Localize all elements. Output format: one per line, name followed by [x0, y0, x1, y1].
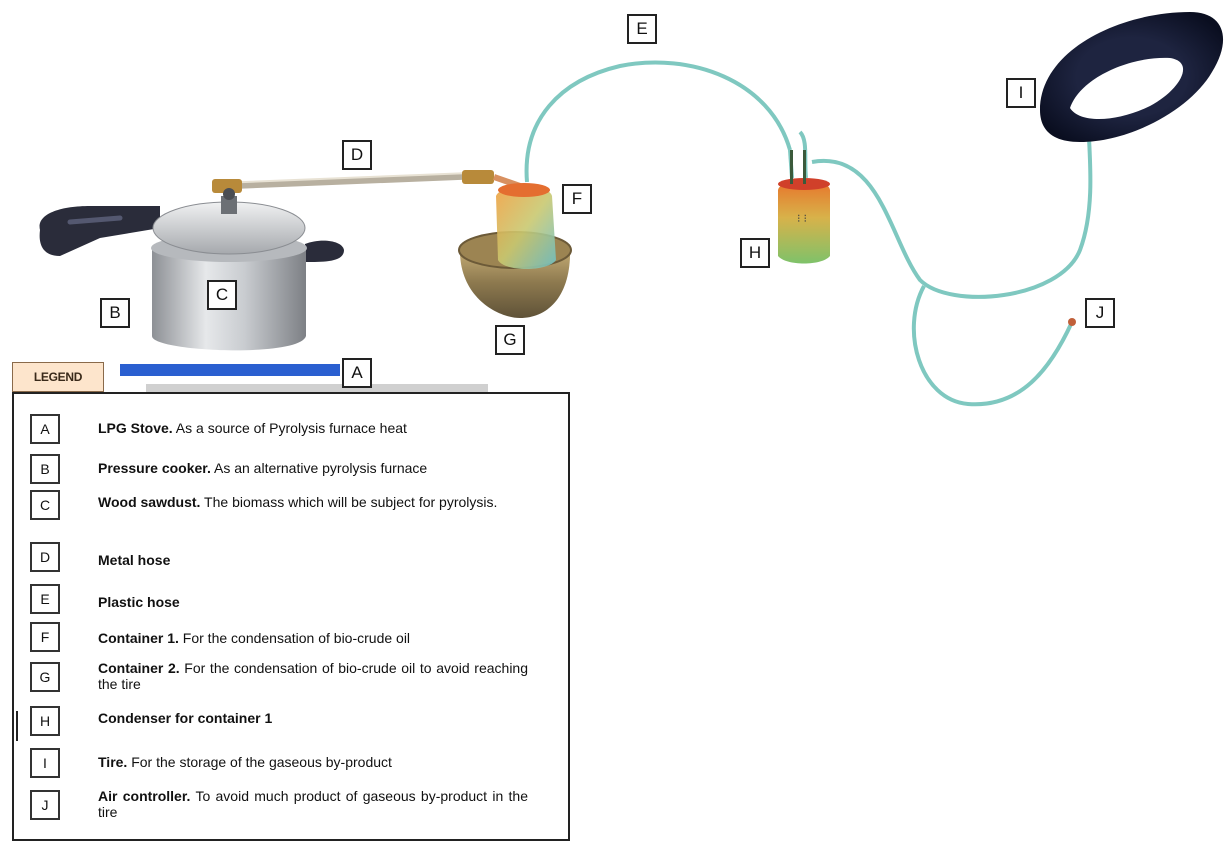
divider-mark [16, 711, 18, 741]
legend-text: Condenser for container 1 [98, 710, 273, 726]
condenser-h [778, 180, 830, 264]
legend-text: Tire. For the storage of the gaseous by-… [98, 754, 392, 770]
legend-key: E [30, 584, 60, 614]
callout-i: I [1006, 78, 1036, 108]
callout-d: D [342, 140, 372, 170]
callout-c: C [207, 280, 237, 310]
tire-i [1040, 12, 1224, 142]
jar-container-1 [496, 186, 556, 269]
legend-key: A [30, 414, 60, 444]
legend-text: Wood sawdust. The biomass which will be … [98, 494, 498, 510]
legend-key: G [30, 662, 60, 692]
plastic-hose-to-tire [811, 119, 1093, 299]
legend-text: Plastic hose [98, 594, 180, 610]
callout-j: J [1085, 298, 1115, 328]
legend-tab: LEGEND [12, 362, 104, 392]
svg-text:⁝ ⁝: ⁝ ⁝ [797, 213, 807, 225]
legend-text: Container 2. For the condensation of bio… [98, 660, 529, 692]
lpg-stove-bar [120, 364, 340, 376]
legend-text: LPG Stove. As a source of Pyrolysis furn… [98, 420, 407, 436]
legend-key: J [30, 790, 60, 820]
plastic-hose-to-valve [911, 285, 1074, 407]
legend-panel: A LPG Stove. As a source of Pyrolysis fu… [12, 392, 570, 841]
air-controller-valve [1068, 318, 1076, 326]
legend-text: Pressure cooker. As an alternative pyrol… [98, 460, 428, 476]
callout-e: E [627, 14, 657, 44]
plastic-hose-e [524, 60, 792, 183]
callout-f: F [562, 184, 592, 214]
legend-key: F [30, 622, 60, 652]
callout-g: G [495, 325, 525, 355]
legend-text: Metal hose [98, 552, 171, 568]
legend-key: D [30, 542, 60, 572]
legend-text: Container 1. For the condensation of bio… [98, 630, 411, 646]
metal-hose-d [216, 172, 474, 190]
callout-h: H [740, 238, 770, 268]
legend-text: Air controller. To avoid much product of… [98, 788, 528, 820]
legend-key: C [30, 490, 60, 520]
cooker-handle [39, 206, 161, 256]
callout-a: A [342, 358, 372, 388]
legend-key: I [30, 748, 60, 778]
legend-key: H [30, 706, 60, 736]
legend-key: B [30, 454, 60, 484]
callout-b: B [100, 298, 130, 328]
